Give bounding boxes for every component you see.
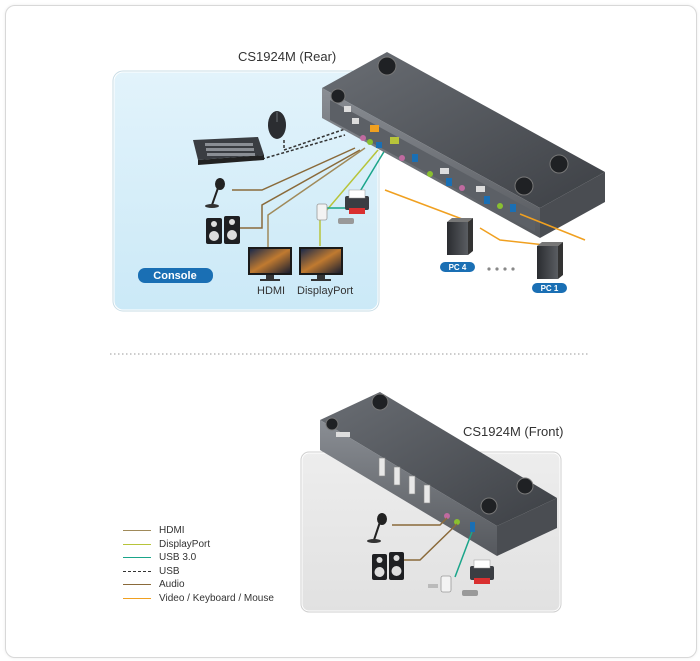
- hdmi-monitor-label: HDMI: [257, 285, 285, 297]
- front-cables: [392, 517, 473, 578]
- legend-label: USB 3.0: [159, 552, 197, 564]
- hdmi-monitor: [248, 247, 292, 281]
- pc1-label: PC 1: [541, 284, 559, 293]
- legend-label: Video / Keyboard / Mouse: [159, 592, 274, 604]
- legend-item: HDMI: [123, 524, 274, 538]
- legend-item: Video / Keyboard / Mouse: [123, 592, 274, 606]
- kvm-switch-rear: [322, 52, 605, 238]
- keyboard-icon: [193, 137, 264, 165]
- pc4-icon: [447, 218, 473, 255]
- microphone-icon: [205, 178, 225, 208]
- legend-item: Audio: [123, 578, 274, 592]
- pc4-badge: PC 4: [440, 262, 475, 272]
- pc4-label: PC 4: [449, 263, 467, 272]
- legend-swatch: [123, 543, 151, 545]
- front-microphone-icon: [367, 513, 387, 543]
- displayport-monitor-label: DisplayPort: [297, 285, 353, 297]
- printer-icon: [345, 189, 369, 214]
- pc-ellipsis: [487, 267, 515, 271]
- front-usb-hub-icon: [428, 575, 478, 596]
- legend-swatch: [123, 597, 151, 599]
- legend-swatch: [123, 530, 151, 532]
- legend-item: USB: [123, 565, 274, 579]
- legend-label: Audio: [159, 579, 185, 591]
- pc1-icon: [537, 242, 563, 279]
- front-printer-icon: [470, 559, 494, 584]
- speakers-icon: [206, 216, 240, 244]
- usb-hub-icon: [316, 203, 354, 224]
- kvm-switch-front: [320, 392, 557, 556]
- rear-title: CS1924M (Rear): [238, 49, 336, 64]
- displayport-monitor: [299, 247, 343, 281]
- console-badge-label: Console: [153, 270, 196, 282]
- console-badge: Console: [138, 268, 213, 283]
- legend-swatch: [123, 570, 151, 572]
- legend-item: USB 3.0: [123, 551, 274, 565]
- legend-swatch: [123, 584, 151, 586]
- legend-swatch: [123, 557, 151, 559]
- pc1-badge: PC 1: [532, 283, 567, 293]
- front-speakers-icon: [372, 552, 404, 580]
- legend-item: DisplayPort: [123, 538, 274, 552]
- legend-label: USB: [159, 565, 180, 577]
- pc-cables: [384, 189, 586, 246]
- mouse-icon: [268, 111, 286, 139]
- legend-label: HDMI: [159, 525, 185, 537]
- front-title: CS1924M (Front): [463, 424, 563, 439]
- legend-label: DisplayPort: [159, 538, 211, 550]
